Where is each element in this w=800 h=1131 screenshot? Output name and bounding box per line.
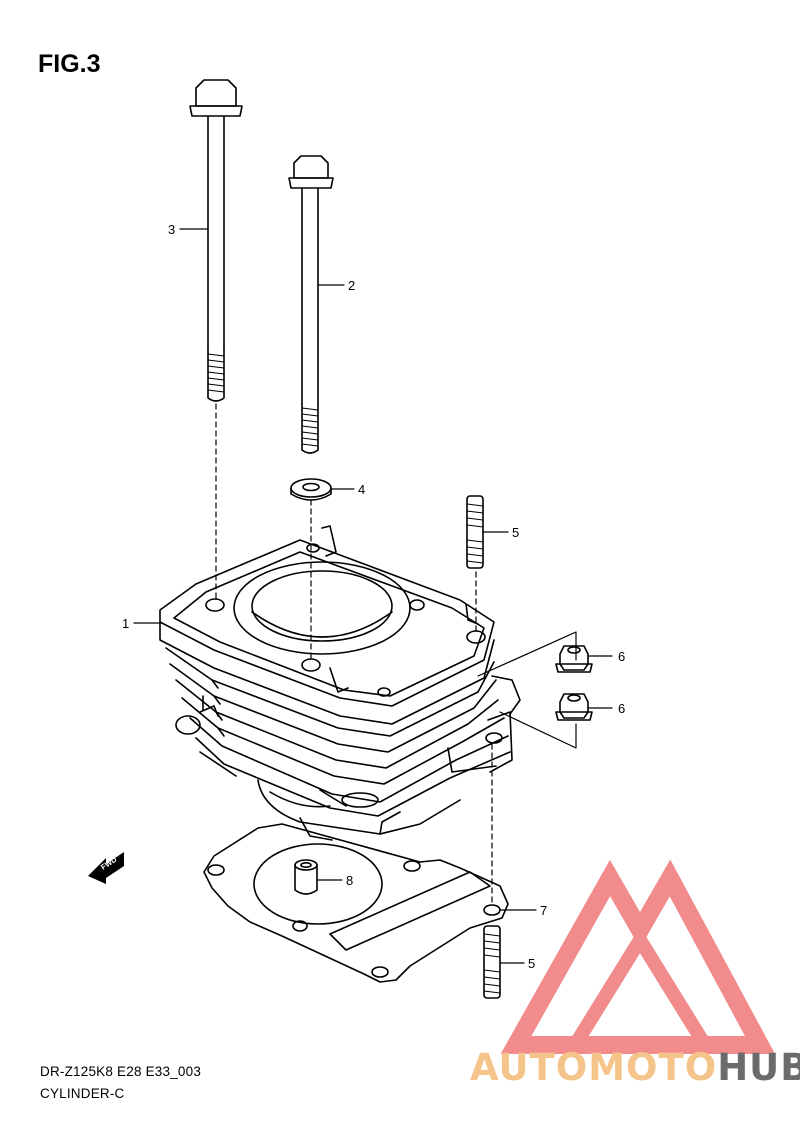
- flange-nut-lower-part-6: [555, 693, 593, 721]
- long-bolt-part-3: [189, 79, 243, 402]
- base-gasket-part-7: [203, 823, 509, 983]
- callout-5-upper: 5: [512, 525, 519, 540]
- watermark-logo-icon: [500, 859, 776, 1054]
- callout-5-lower: 5: [528, 956, 535, 971]
- callout-6-upper: 6: [618, 649, 625, 664]
- watermark-wordmark: AUTOMOTOHUB: [470, 1046, 800, 1089]
- leader-lines: [133, 228, 613, 964]
- watermark-part-auto: AUTOMOTO: [470, 1046, 718, 1089]
- alignment-lines: [215, 403, 493, 907]
- callout-7: 7: [540, 903, 547, 918]
- stud-bolt-lower-part-5: [483, 925, 501, 999]
- cylinder-part-1: [159, 525, 521, 841]
- callout-1: 1: [122, 616, 129, 631]
- washer-part-4: [290, 478, 332, 501]
- dowel-pin-part-8: [294, 859, 318, 895]
- model-code: DR-Z125K8 E28 E33_003: [40, 1064, 202, 1079]
- medium-bolt-part-2: [288, 155, 334, 454]
- figure-title: FIG.3: [38, 50, 101, 78]
- stud-bolt-upper-part-5: [466, 495, 484, 569]
- fwd-arrow-icon: FWD: [88, 852, 124, 884]
- callout-8: 8: [346, 873, 353, 888]
- watermark-part-hub: HUB: [717, 1046, 800, 1089]
- callout-labels: 3 2 4 5 1 6 6 7 8 5: [122, 222, 625, 971]
- callout-4: 4: [358, 482, 365, 497]
- flange-nut-upper-part-6: [555, 645, 593, 673]
- callout-6-lower: 6: [618, 701, 625, 716]
- callout-3: 3: [168, 222, 175, 237]
- callout-2: 2: [348, 278, 355, 293]
- section-name: CYLINDER-C: [40, 1086, 125, 1101]
